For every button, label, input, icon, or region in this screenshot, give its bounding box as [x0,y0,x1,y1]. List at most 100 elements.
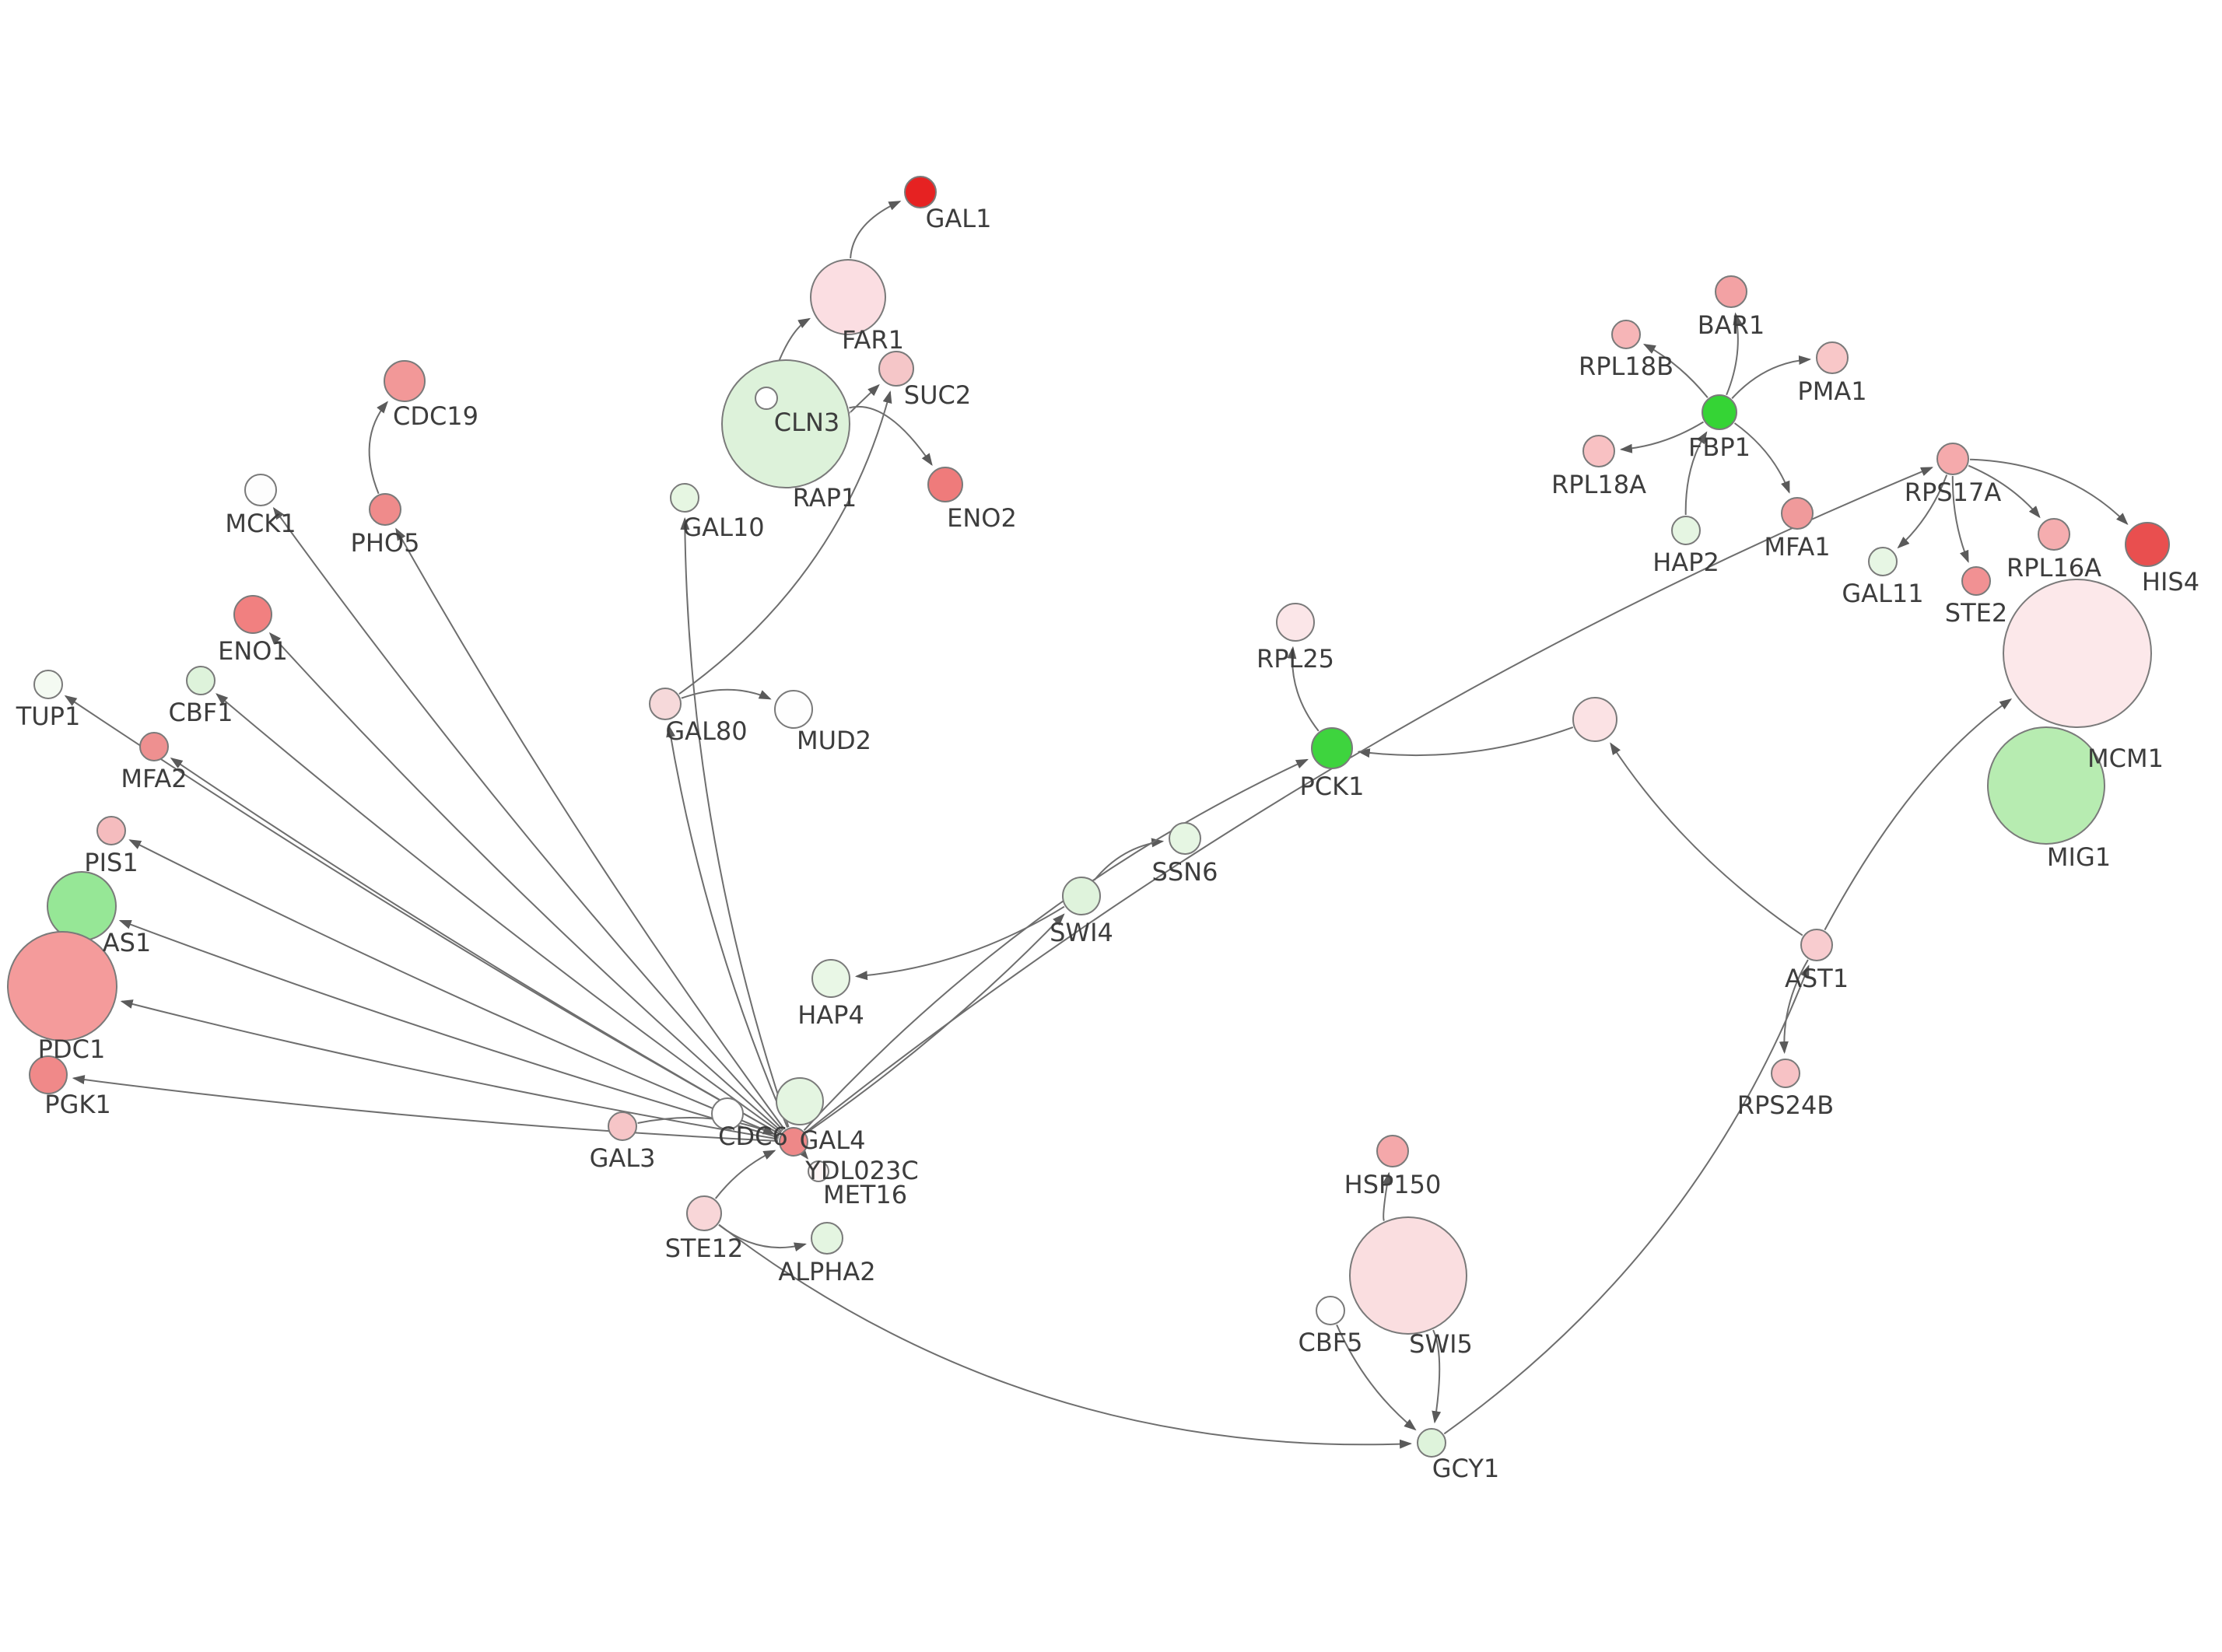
edge-gal4-pis1[interactable] [128,839,780,1137]
node-rpl16a[interactable] [2038,518,2070,551]
node-cdc6[interactable] [711,1097,744,1130]
node-fbp1[interactable] [1702,394,1737,430]
node-rap1[interactable] [721,359,850,488]
edge-gal4-rps17a[interactable] [805,467,1934,1133]
node-pdc1[interactable] [7,931,117,1041]
edge-rap1-suc2[interactable] [849,383,880,414]
node-his4[interactable] [2125,522,2170,567]
edge-gal4-mfa2[interactable] [170,757,781,1136]
node-gal1[interactable] [904,176,937,208]
node-bar1[interactable] [1715,275,1747,308]
edge-gal80-suc2[interactable] [678,390,892,695]
node-mck1[interactable] [244,474,277,506]
node-pgk1[interactable] [29,1055,68,1094]
edge-swi5-hsp150[interactable] [1382,1171,1392,1222]
edge-ste12-gcy1[interactable] [718,1223,1412,1449]
node-ydl023c[interactable] [776,1077,824,1125]
edge-gal80-mud2[interactable] [681,688,772,700]
edge-rps17a-rpl16a[interactable] [1968,464,2041,519]
node-gcy1[interactable] [1417,1428,1446,1458]
node-rps17a[interactable] [1936,443,1969,475]
node-gal80[interactable] [649,688,682,720]
label-pck1: PCK1 [1300,772,1365,801]
node-eno1[interactable] [233,595,272,634]
node-rpl18a[interactable] [1582,435,1615,467]
edge-pho5-cdc19[interactable] [368,401,388,495]
edge-gal3-gal4[interactable] [637,1117,776,1135]
node-pho5[interactable] [369,493,401,526]
node-mig1[interactable] [1987,726,2105,845]
edge-gcy1-ast1[interactable] [1443,964,1810,1435]
node-gal10[interactable] [670,483,699,513]
edge-gal4-as1[interactable] [118,919,780,1139]
edge-far1-gal1[interactable] [850,201,902,259]
edge-gal4-met16[interactable] [797,1146,809,1160]
edge-swi4-hap4[interactable] [854,905,1065,981]
edge-rps17a-his4[interactable] [1969,458,2129,526]
edge-gal4-pck1[interactable] [803,758,1309,1131]
node-cbf1[interactable] [186,666,216,695]
node-ssn6[interactable] [1169,822,1201,855]
edge-fbp1-bar1[interactable] [1726,312,1743,396]
node-hsp150[interactable] [1376,1135,1409,1167]
edge-ast1-node1[interactable] [1610,742,1803,936]
edge-node1-pck1[interactable] [1357,726,1574,758]
node-mfa2[interactable] [139,732,169,761]
node-gal3[interactable] [608,1111,637,1141]
edge-swi5-gcy1[interactable] [1432,1329,1442,1424]
node-ste12[interactable] [686,1195,722,1231]
edge-fbp1-rpl18b[interactable] [1642,343,1709,398]
edge-rps17a-gal11[interactable] [1897,474,1948,549]
node-ast1[interactable] [1800,929,1833,961]
node-hap4[interactable] [811,959,850,998]
node-hap2[interactable] [1671,516,1701,545]
edge-gal4-swi4[interactable] [805,913,1065,1134]
edge-gal4-pdc1[interactable] [120,999,779,1140]
node-met16[interactable] [808,1160,829,1182]
node-suc2[interactable] [878,351,914,387]
node-rpl18b[interactable] [1611,320,1641,349]
node-pis1[interactable] [96,816,126,845]
node-rps24b[interactable] [1771,1059,1800,1088]
edge-ast1-mcm1[interactable] [1824,698,2013,931]
node-rpl25[interactable] [1276,603,1315,642]
node-alpha2[interactable] [811,1222,843,1255]
edge-gal4-tup1[interactable] [64,695,781,1136]
node-cln3[interactable] [755,387,778,410]
edge-gal4-pho5[interactable] [395,527,786,1130]
node-tup1[interactable] [33,670,63,699]
edge-gal4-cbf1[interactable] [216,693,782,1134]
node-far1[interactable] [810,259,886,335]
edge-gal4-mck1[interactable] [272,506,784,1131]
node-cdc19[interactable] [384,360,426,402]
node-node1[interactable] [1572,697,1617,742]
edge-pck1-rpl25[interactable] [1287,646,1320,732]
label-rps24b: RPS24B [1737,1090,1835,1120]
edge-fbp1-pma1[interactable] [1731,355,1812,399]
edge-ast1-rps24b[interactable] [1779,959,1809,1054]
edge-fbp1-mfa1[interactable] [1733,422,1790,494]
node-ste2[interactable] [1961,566,1991,596]
node-swi4[interactable] [1062,877,1101,915]
edge-hap2-fbp1[interactable] [1684,431,1708,516]
edge-cbf5-gcy1[interactable] [1336,1324,1417,1431]
edge-gal4-gal80[interactable] [666,724,789,1128]
edge-gal4-eno1[interactable] [268,632,783,1132]
node-mfa1[interactable] [1781,497,1814,530]
node-pma1[interactable] [1816,341,1849,374]
node-mud2[interactable] [774,690,813,729]
node-pck1[interactable] [1311,727,1353,769]
node-mcm1[interactable] [2003,579,2152,728]
edge-ste12-gal4[interactable] [714,1150,776,1199]
node-gal4[interactable] [779,1127,808,1157]
edge-rap1-eno2[interactable] [849,405,933,467]
edge-gal4-pgk1[interactable] [72,1075,779,1142]
node-cbf5[interactable] [1316,1296,1345,1325]
node-gal11[interactable] [1868,547,1898,576]
node-eno2[interactable] [927,467,963,502]
edge-rps17a-ste2[interactable] [1951,475,1969,563]
node-swi5[interactable] [1349,1216,1467,1335]
edge-fbp1-rpl18a[interactable] [1619,421,1705,453]
edge-gal4-gal10[interactable] [680,517,790,1128]
edge-swi4-ssn6[interactable] [1093,838,1165,881]
